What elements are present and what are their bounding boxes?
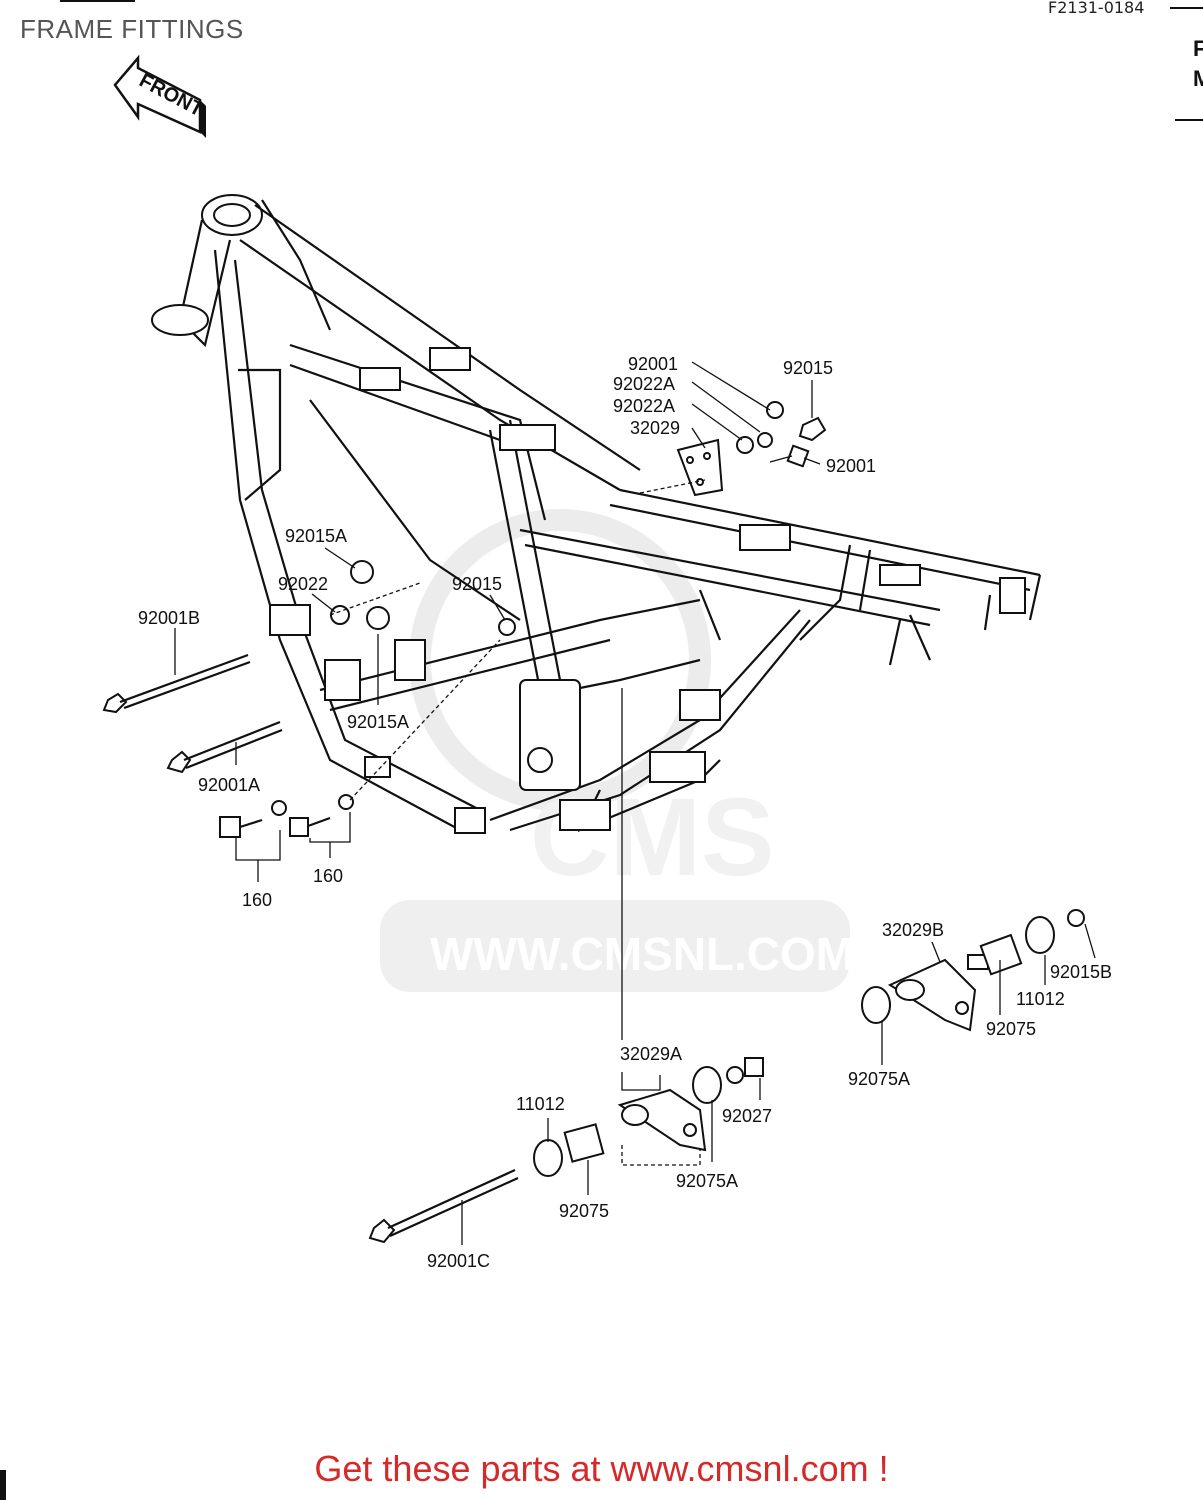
label-92075A-bottom: 92075A: [676, 1171, 738, 1191]
leader-92015-mid: [489, 594, 506, 621]
page-title: FRAME FITTINGS: [20, 14, 244, 44]
label-92001C: 92001C: [427, 1251, 490, 1271]
label-32029: 32029: [630, 418, 680, 438]
label-92022: 92022: [278, 574, 328, 594]
left-side-fasteners: [102, 560, 516, 838]
label-92015B: 92015B: [1050, 962, 1112, 982]
dashed-160: [349, 639, 501, 801]
bracket-160-left: [235, 830, 281, 861]
leader-32029B: [931, 941, 941, 963]
motorcycle-frame: [151, 194, 1042, 834]
label-92015-mid: 92015: [452, 574, 502, 594]
leader-32029: [691, 427, 706, 449]
label-32029B: 32029B: [882, 920, 944, 940]
diagram-code: F2131-0184: [1048, 0, 1145, 17]
watermark-logo: CMS: [530, 776, 774, 899]
label-92027: 92027: [722, 1106, 772, 1126]
corner-fragment-1: F: [1193, 36, 1203, 61]
label-92001A: 92001A: [198, 775, 260, 795]
label-92075-bottom: 92075: [559, 1201, 609, 1221]
leader-92015B: [1084, 923, 1096, 959]
leader-92022A-2: [691, 403, 743, 441]
corner-fragment-2: M: [1193, 66, 1203, 91]
label-92022A-1: 92022A: [613, 374, 675, 394]
leader-92022: [311, 593, 336, 613]
footer-link-text[interactable]: Get these parts at www.cmsnl.com !: [314, 1448, 889, 1489]
label-160-left: 160: [242, 890, 272, 910]
leader-92001-right: [803, 457, 821, 465]
label-92001-right: 92001: [826, 456, 876, 476]
leader-92022A-1: [691, 381, 761, 433]
label-92075A-right: 92075A: [848, 1069, 910, 1089]
label-92015-top: 92015: [783, 358, 833, 378]
label-160-right: 160: [313, 866, 343, 886]
right-engine-mount: [861, 909, 1085, 1032]
bracket-32029A: [621, 1072, 661, 1091]
bracket-160-right: [309, 812, 351, 843]
label-92022A-2: 92022A: [613, 396, 675, 416]
watermark-url: WWW.CMSNL.COM: [430, 928, 854, 980]
label-92001B: 92001B: [138, 608, 200, 628]
label-92075-right: 92075: [986, 1019, 1036, 1039]
leader-92001-top: [691, 361, 771, 411]
label-11012-left: 11012: [516, 1094, 565, 1114]
label-92015A-lower: 92015A: [347, 712, 409, 732]
front-arrow-icon: FRONT: [113, 54, 207, 138]
edge-mark: [0, 1470, 6, 1500]
label-32029A: 32029A: [620, 1044, 682, 1064]
leader-92015A-upper: [324, 547, 356, 569]
bottom-engine-mount: [368, 1057, 764, 1244]
label-92001-top: 92001: [628, 354, 678, 374]
label-11012-right: 11012: [1016, 989, 1065, 1009]
dashed-92022: [329, 582, 421, 616]
top-right-fasteners: [676, 401, 827, 497]
label-92015A-upper: 92015A: [285, 526, 347, 546]
dashed-92075A-bottom: [621, 1145, 701, 1166]
